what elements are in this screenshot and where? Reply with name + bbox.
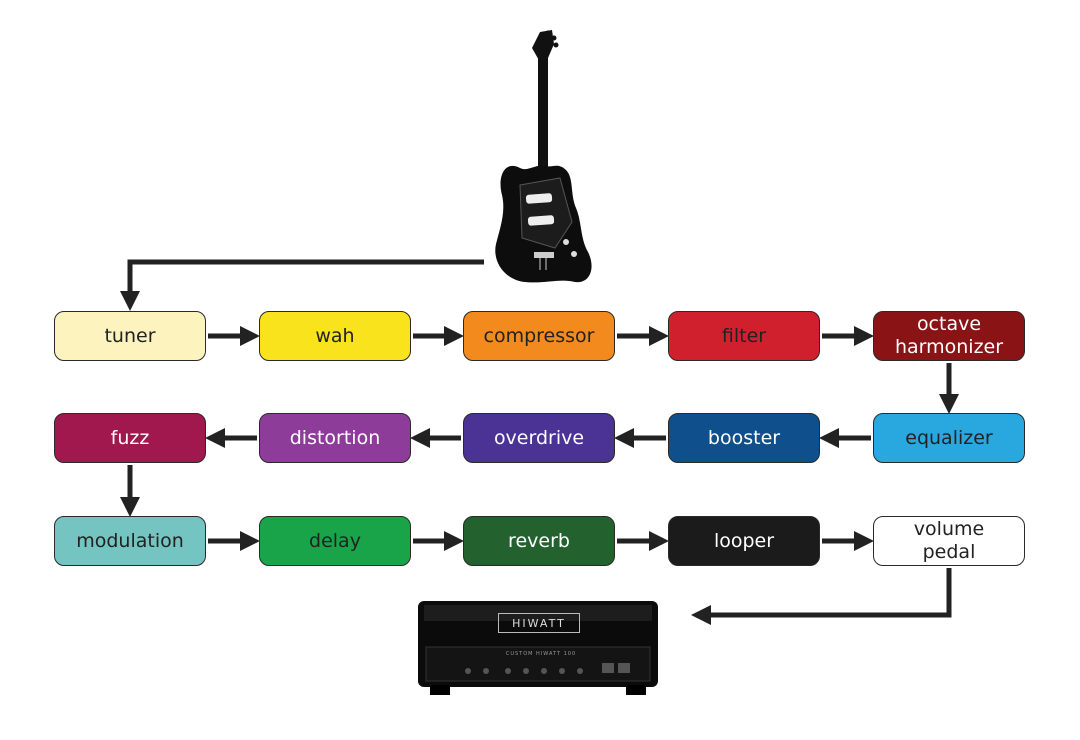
pedal-label: delay: [309, 529, 361, 552]
pedal-octave-harmonizer: octave harmonizer: [873, 311, 1025, 361]
amplifier-head-icon: [418, 601, 658, 695]
pedal-label: overdrive: [493, 426, 585, 449]
pedal-modulation: modulation: [54, 516, 206, 566]
pedal-label: modulation: [76, 529, 184, 552]
arrow-guitar-to-tuner: [120, 259, 484, 311]
pedal-label: compressor: [483, 324, 595, 347]
pedal-wah: wah: [259, 311, 411, 361]
pedal-overdrive: overdrive: [463, 413, 615, 463]
pedal-tuner: tuner: [54, 311, 206, 361]
pedal-label: looper: [713, 529, 775, 552]
pedal-label: distortion: [289, 426, 381, 449]
pedal-label: tuner: [104, 324, 156, 347]
pedal-label: wah: [315, 324, 355, 347]
pedal-label: volume pedal: [913, 518, 985, 563]
pedal-fuzz: fuzz: [54, 413, 206, 463]
pedal-booster: booster: [668, 413, 820, 463]
pedal-label: booster: [707, 426, 781, 449]
pedal-compressor: compressor: [463, 311, 615, 361]
pedal-reverb: reverb: [463, 516, 615, 566]
amp-brand-text: HIWATT: [512, 616, 566, 630]
arrow-volume-to-amp: [691, 568, 952, 625]
pedal-filter: filter: [668, 311, 820, 361]
pedal-delay: delay: [259, 516, 411, 566]
pedal-equalizer: equalizer: [873, 413, 1025, 463]
pedal-label: equalizer: [905, 426, 993, 449]
pedal-label: filter: [721, 324, 767, 347]
pedal-distortion: distortion: [259, 413, 411, 463]
pedal-looper: looper: [668, 516, 820, 566]
amplifier: HIWATT CUSTOM HIWATT 100: [416, 597, 660, 697]
pedal-volume-pedal: volume pedal: [873, 516, 1025, 566]
amp-brand-plate: HIWATT: [498, 613, 580, 633]
pedal-label: octave harmonizer: [894, 313, 1004, 358]
pedal-label: fuzz: [110, 426, 150, 449]
pedal-label: reverb: [508, 529, 570, 552]
amp-model-text: CUSTOM HIWATT 100: [505, 651, 577, 657]
